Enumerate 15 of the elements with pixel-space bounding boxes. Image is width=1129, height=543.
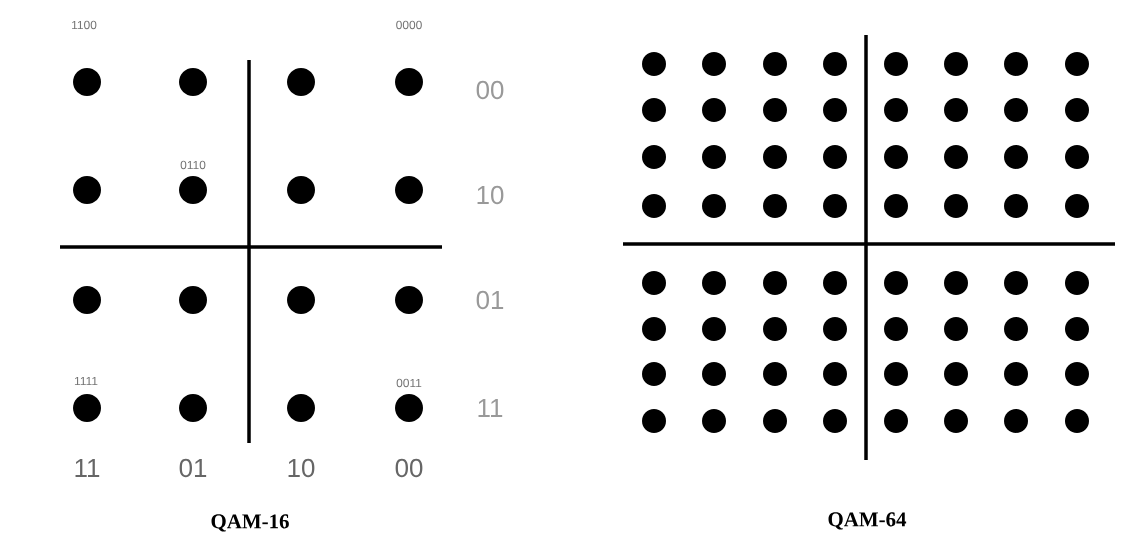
bit-label: 10 bbox=[477, 185, 504, 205]
bit-label: 01 bbox=[179, 458, 207, 478]
bit-label: 0110 bbox=[180, 160, 206, 170]
bit-label: 0000 bbox=[396, 20, 422, 30]
constellation-title: QAM-64 bbox=[828, 512, 907, 530]
bit-label: 0011 bbox=[396, 378, 422, 388]
bit-label: 1100 bbox=[72, 20, 97, 30]
bit-label: 10 bbox=[288, 458, 315, 478]
bit-label: 11 bbox=[75, 459, 100, 477]
bit-label: 00 bbox=[395, 458, 423, 478]
bit-label: 11 bbox=[478, 399, 503, 417]
bit-label: 00 bbox=[476, 80, 504, 100]
constellation-title: QAM-16 bbox=[211, 514, 289, 532]
bit-label: 01 bbox=[476, 290, 504, 310]
bit-label: 1111 bbox=[74, 376, 98, 386]
